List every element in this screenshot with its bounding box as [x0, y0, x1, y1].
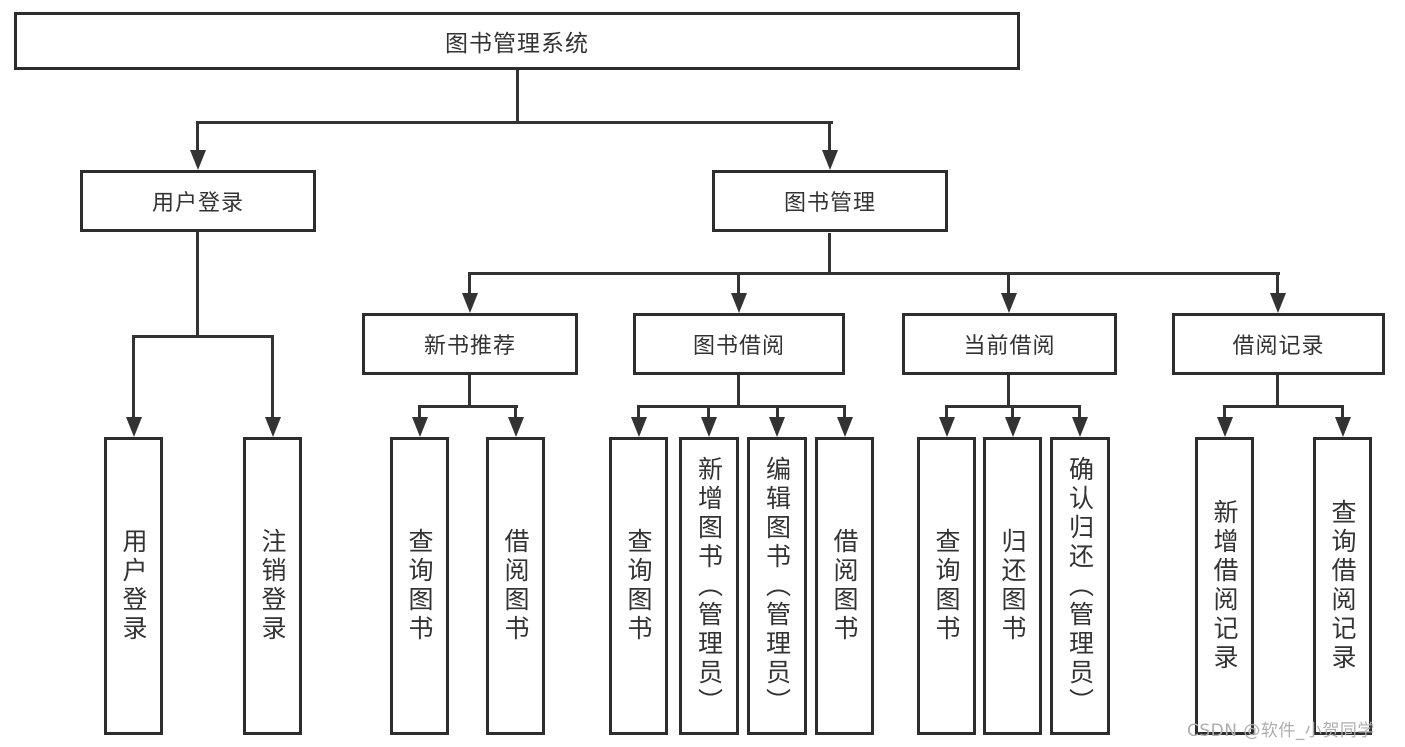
arrowhead-down-icon: [769, 417, 785, 437]
connector-current-rail: [945, 405, 1081, 408]
connector-current-stem: [1007, 375, 1010, 405]
connector-recommend-rail: [418, 405, 518, 408]
connector-root-rail: [196, 121, 833, 124]
leaf-recommend-borrow-books: 借阅图书: [486, 437, 545, 735]
leaf-current-query-books: 查询图书: [917, 437, 976, 735]
connector-records-stem: [1276, 375, 1279, 405]
arrowhead-down-icon: [701, 417, 717, 437]
connector-drop: [1078, 408, 1081, 417]
arrowhead-down-icon: [1217, 417, 1233, 437]
arrowhead-down-icon: [508, 417, 524, 437]
leaf-add-book-admin: 新增图书（管理员）: [679, 437, 739, 735]
connector-userlogin-drop: [196, 124, 199, 152]
node-book-borrow: 图书借阅: [633, 313, 845, 375]
arrowhead-down-icon: [631, 417, 647, 437]
connector-bookmgmt-stem: [828, 233, 831, 272]
arrowhead-down-icon: [412, 417, 428, 437]
arrowhead-down-icon: [822, 150, 838, 170]
leaf-edit-book-admin: 编辑图书（管理员）: [747, 437, 807, 735]
arrowhead-down-icon: [1001, 293, 1017, 313]
connector-drop: [132, 338, 135, 417]
node-new-book-recommend: 新书推荐: [362, 313, 578, 375]
arrowhead-down-icon: [731, 293, 747, 313]
connector-drop: [418, 408, 421, 417]
connector-records-rail: [1223, 405, 1344, 408]
arrowhead-down-icon: [1270, 293, 1286, 313]
connector-userlogin-rail: [132, 335, 274, 338]
connector-drop: [843, 408, 846, 417]
connector-recommend-stem: [468, 375, 471, 405]
watermark: CSDN @软件_小贺同学: [1187, 721, 1375, 741]
arrowhead-down-icon: [265, 417, 281, 437]
arrowhead-down-icon: [126, 417, 142, 437]
arrowhead-down-icon: [1335, 417, 1351, 437]
arrowhead-down-icon: [1072, 417, 1088, 437]
arrowhead-down-icon: [190, 150, 206, 170]
connector-borrow-stem: [737, 375, 740, 405]
arrowhead-down-icon: [939, 417, 955, 437]
connector-drop: [1011, 408, 1014, 417]
node-borrow-records: 借阅记录: [1172, 313, 1385, 375]
connector-drop: [1276, 275, 1279, 293]
leaf-borrow-borrow-books: 借阅图书: [815, 437, 874, 735]
leaf-borrow-query-books: 查询图书: [609, 437, 668, 735]
connector-borrow-rail: [637, 405, 846, 408]
connector-drop: [776, 408, 779, 417]
connector-drop: [271, 338, 274, 417]
leaf-query-borrow-record: 查询借阅记录: [1313, 437, 1372, 735]
leaf-add-borrow-record: 新增借阅记录: [1195, 437, 1254, 735]
node-book-management: 图书管理: [712, 170, 948, 232]
connector-drop: [1223, 408, 1226, 417]
leaf-logout: 注销登录: [243, 437, 302, 735]
leaf-user-login: 用户登录: [104, 437, 163, 735]
leaf-recommend-query-books: 查询图书: [390, 437, 449, 735]
connector-drop: [514, 408, 517, 417]
connector-drop: [468, 275, 471, 293]
connector-drop: [1007, 275, 1010, 293]
node-root: 图书管理系统: [14, 12, 1020, 70]
leaf-confirm-return-admin: 确认归还（管理员）: [1050, 437, 1110, 735]
connector-root-stem: [516, 70, 519, 124]
connector-drop: [637, 408, 640, 417]
node-user-login: 用户登录: [80, 170, 316, 232]
connector-userlogin-stem: [196, 232, 199, 335]
connector-bookmgmt-drop: [828, 124, 831, 152]
leaf-return-books: 归还图书: [983, 437, 1042, 735]
arrowhead-down-icon: [1005, 417, 1021, 437]
connector-bookmgmt-rail: [468, 272, 1280, 275]
connector-drop: [707, 408, 710, 417]
node-current-borrow: 当前借阅: [902, 313, 1117, 375]
connector-drop: [945, 408, 948, 417]
arrowhead-down-icon: [837, 417, 853, 437]
connector-drop: [1341, 408, 1344, 417]
connector-drop: [737, 275, 740, 293]
arrowhead-down-icon: [462, 293, 478, 313]
